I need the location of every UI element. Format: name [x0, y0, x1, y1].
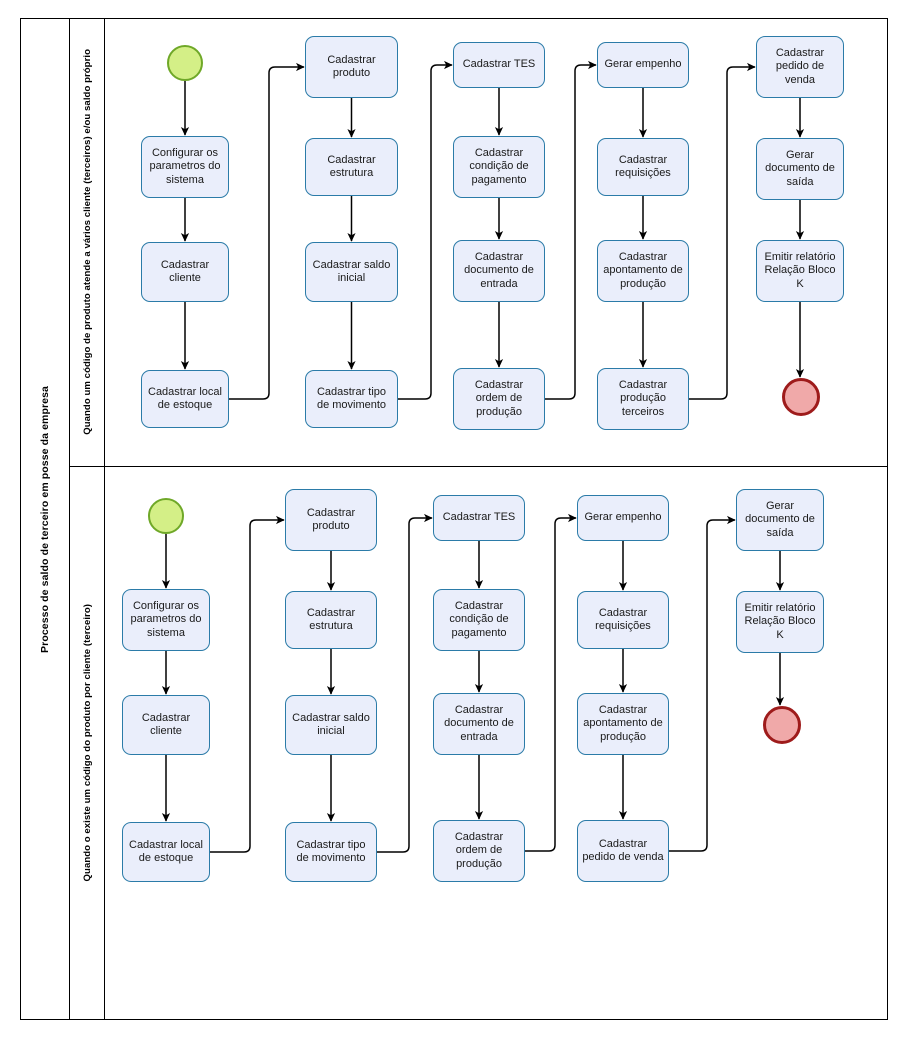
task-node[interactable]: Cadastrar cliente	[122, 695, 210, 755]
task-node[interactable]: Gerar empenho	[597, 42, 689, 88]
start-event[interactable]	[167, 45, 203, 81]
pool-title: Processo de saldo de terceiro em posse d…	[20, 18, 70, 1020]
task-node[interactable]: Cadastrar saldo inicial	[305, 242, 398, 302]
task-node[interactable]: Cadastrar estrutura	[285, 591, 377, 649]
lane-label-1: Quando um código de produto atende a vár…	[70, 18, 105, 466]
lane-divider	[70, 466, 888, 467]
task-node[interactable]: Cadastrar produto	[285, 489, 377, 551]
task-node[interactable]: Configurar os parametros do sistema	[122, 589, 210, 651]
task-node[interactable]: Gerar documento de saída	[736, 489, 824, 551]
task-node[interactable]: Cadastrar documento de entrada	[433, 693, 525, 755]
task-node[interactable]: Cadastrar ordem de produção	[433, 820, 525, 882]
task-node[interactable]: Cadastrar ordem de produção	[453, 368, 545, 430]
task-node[interactable]: Cadastrar apontamento de produção	[597, 240, 689, 302]
task-node[interactable]: Cadastrar condição de pagamento	[453, 136, 545, 198]
task-node[interactable]: Cadastrar requisições	[577, 591, 669, 649]
task-node[interactable]: Configurar os parametros do sistema	[141, 136, 229, 198]
task-node[interactable]: Cadastrar requisições	[597, 138, 689, 196]
task-node[interactable]: Cadastrar estrutura	[305, 138, 398, 196]
task-node[interactable]: Cadastrar cliente	[141, 242, 229, 302]
task-node[interactable]: Emitir relatório Relação Bloco K	[756, 240, 844, 302]
task-node[interactable]: Cadastrar local de estoque	[141, 370, 229, 428]
task-node[interactable]: Cadastrar TES	[433, 495, 525, 541]
task-node[interactable]: Gerar empenho	[577, 495, 669, 541]
start-event[interactable]	[148, 498, 184, 534]
task-node[interactable]: Cadastrar produto	[305, 36, 398, 98]
task-node[interactable]: Cadastrar pedido de venda	[756, 36, 844, 98]
task-node[interactable]: Cadastrar tipo de movimento	[285, 822, 377, 882]
task-node[interactable]: Cadastrar condição de pagamento	[433, 589, 525, 651]
task-node[interactable]: Cadastrar local de estoque	[122, 822, 210, 882]
end-event[interactable]	[763, 706, 801, 744]
pool-title-text: Processo de saldo de terceiro em posse d…	[38, 385, 51, 653]
task-node[interactable]: Gerar documento de saída	[756, 138, 844, 200]
task-node[interactable]: Cadastrar tipo de movimento	[305, 370, 398, 428]
end-event[interactable]	[782, 378, 820, 416]
task-node[interactable]: Cadastrar pedido de venda	[577, 820, 669, 882]
task-node[interactable]: Cadastrar saldo inicial	[285, 695, 377, 755]
task-node[interactable]: Cadastrar apontamento de produção	[577, 693, 669, 755]
task-node[interactable]: Cadastrar produção terceiros	[597, 368, 689, 430]
lane-label-2-text: Quando o existe um código do produto por…	[81, 604, 93, 882]
task-node[interactable]: Cadastrar documento de entrada	[453, 240, 545, 302]
task-node[interactable]: Emitir relatório Relação Bloco K	[736, 591, 824, 653]
task-node[interactable]: Cadastrar TES	[453, 42, 545, 88]
lane-label-1-text: Quando um código de produto atende a vár…	[81, 49, 93, 435]
lane-label-2: Quando o existe um código do produto por…	[70, 466, 105, 1020]
